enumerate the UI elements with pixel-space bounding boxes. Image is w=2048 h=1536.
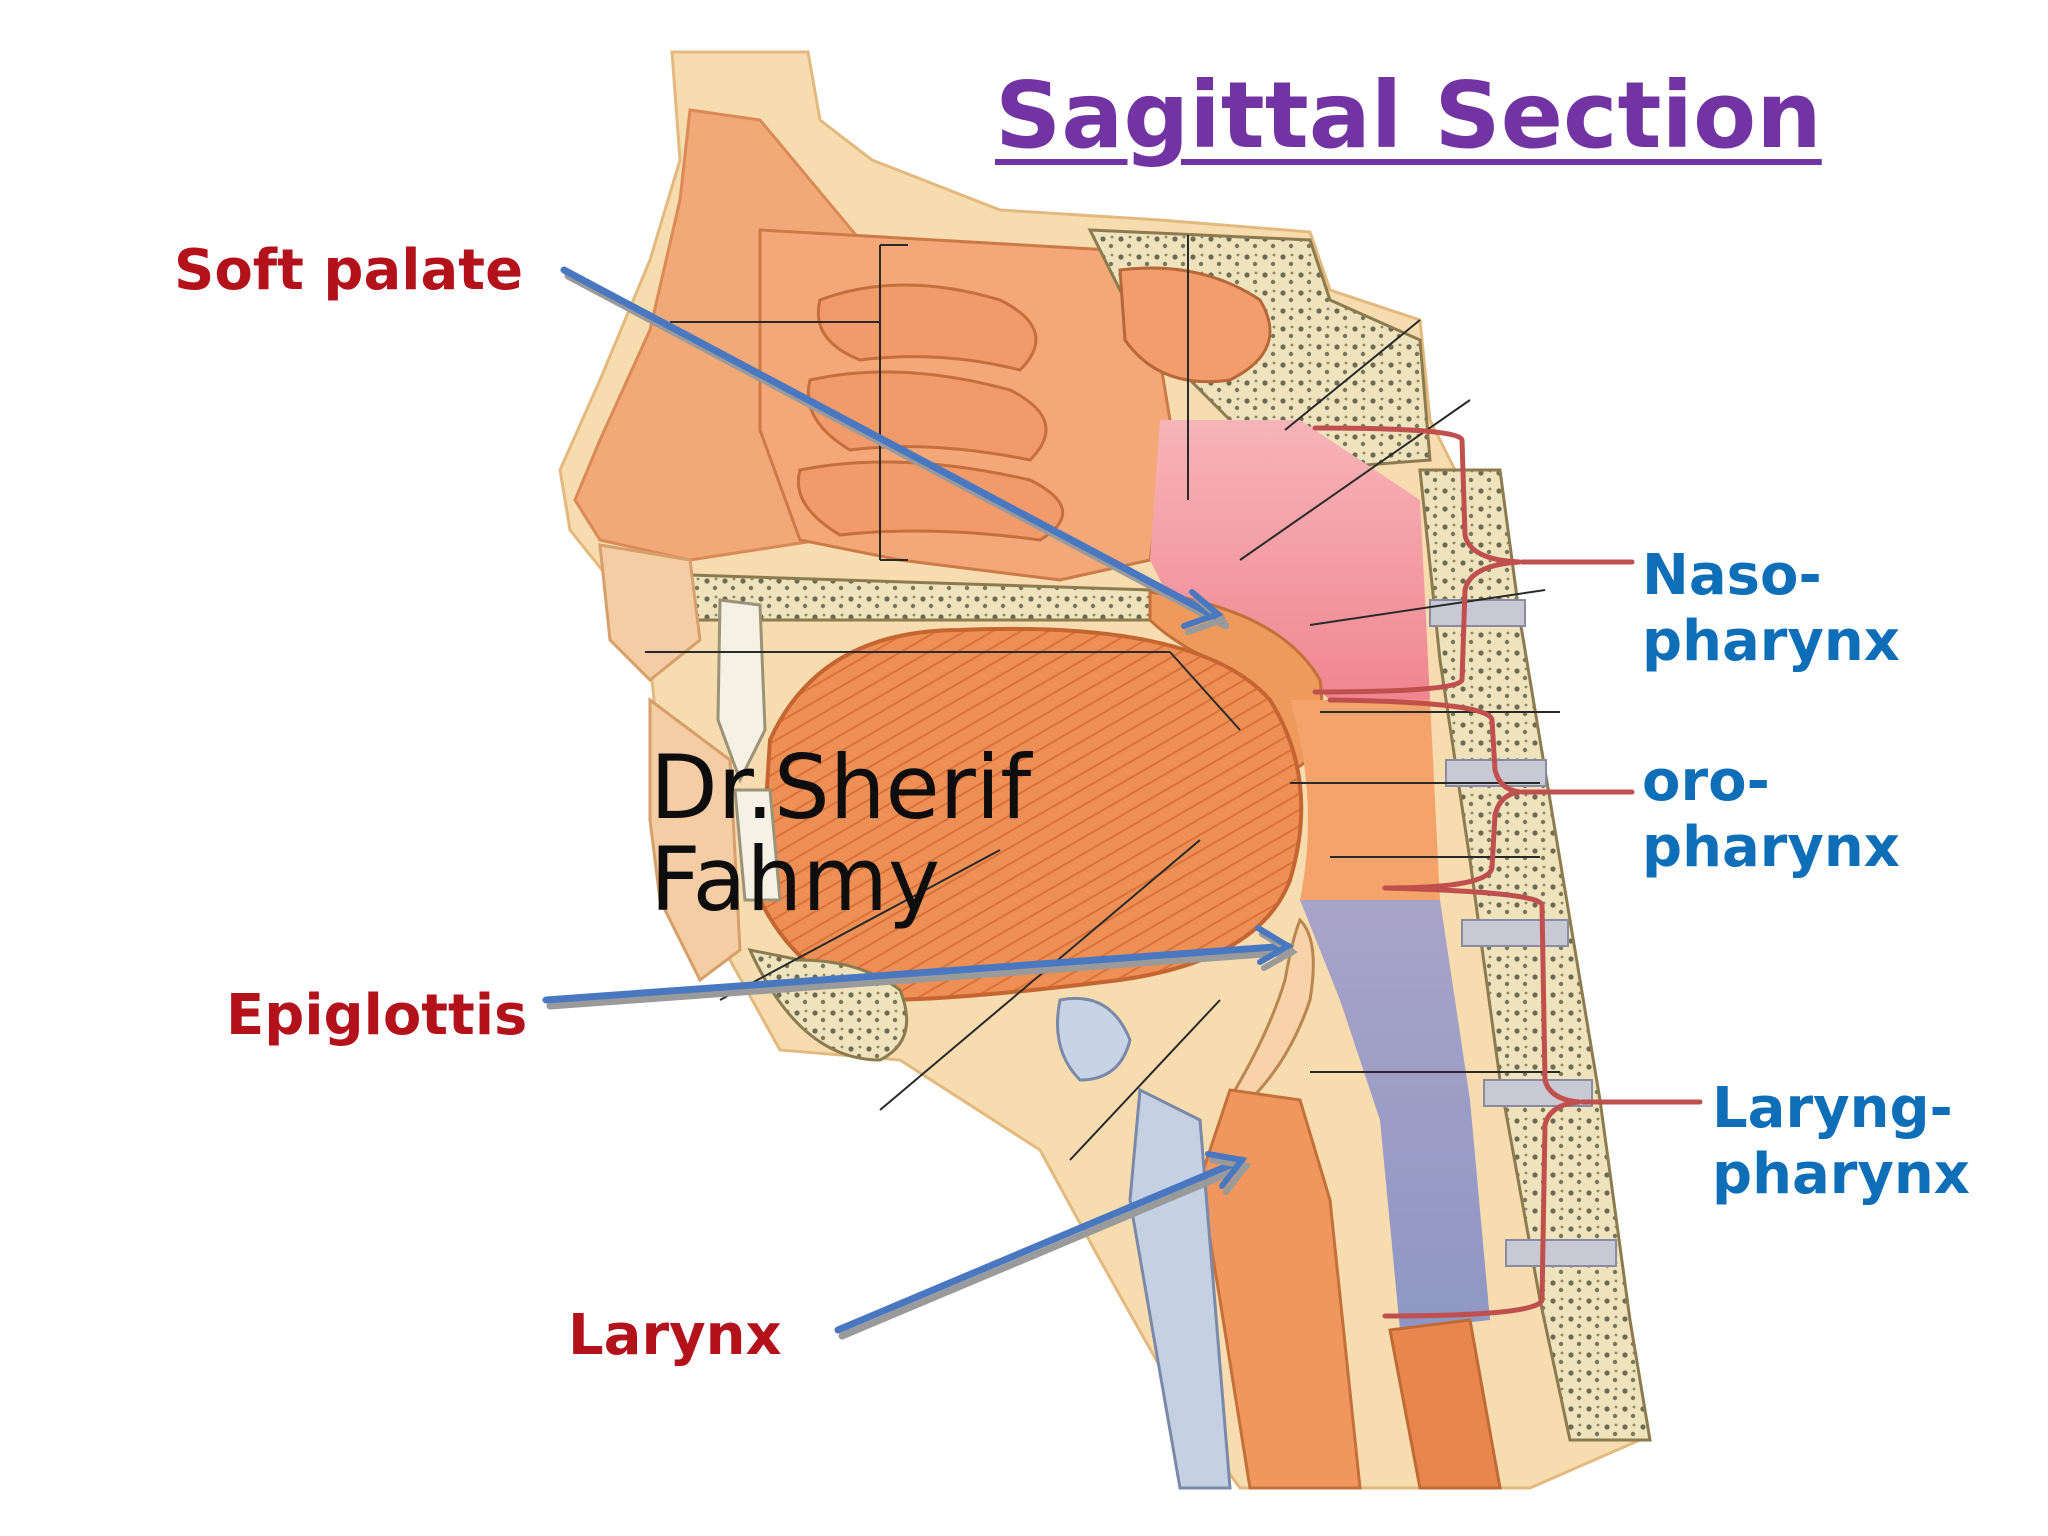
leader-lines [645,235,1560,1161]
upper-teeth [716,598,767,784]
label-nasopharynx-line2: pharynx [1642,609,1900,674]
label-oropharynx: oro- pharynx [1642,749,1900,881]
label-oropharynx-line2: pharynx [1642,815,1900,880]
watermark-line2: Fahmy [650,828,941,931]
label-laryngopharynx-line2: pharynx [1712,1142,1970,1207]
lower-lip [648,697,742,983]
page-title: Sagittal Section [995,62,1822,169]
label-laryngopharynx: Laryng- pharynx [1712,1076,1970,1208]
laryngopharynx-region [1300,900,1490,1330]
brace-oropharynx [1327,697,1521,891]
arrow-soft-palate [560,266,1230,635]
label-soft-palate: Soft palate [174,238,524,303]
sphenoid-sinus [1118,266,1272,384]
label-oropharynx-line1: oro- [1642,749,1770,814]
label-larynx: Larynx [568,1303,782,1368]
region-braces [1312,425,1703,1319]
upper-lip [598,543,702,683]
label-nasopharynx: Naso- pharynx [1642,543,1900,675]
arrow-epiglottis [542,925,1298,1010]
label-epiglottis: Epiglottis [226,983,528,1048]
arrow-larynx [834,1151,1252,1340]
watermark-line1: Dr.Sherif [650,736,1032,839]
vertebral-discs [1429,599,1617,1267]
label-nasopharynx-line1: Naso- [1642,543,1822,608]
label-laryngopharynx-line1: Laryng- [1712,1076,1953,1141]
hyoid-bone [1056,996,1132,1082]
oropharynx-region [1290,700,1440,900]
concha-upper [816,283,1038,372]
trachea-cartilages [1128,1087,1232,1490]
esophagus [1388,1318,1502,1490]
lower-teeth [733,788,782,902]
watermark-text: Dr.Sherif Fahmy [650,742,1031,926]
